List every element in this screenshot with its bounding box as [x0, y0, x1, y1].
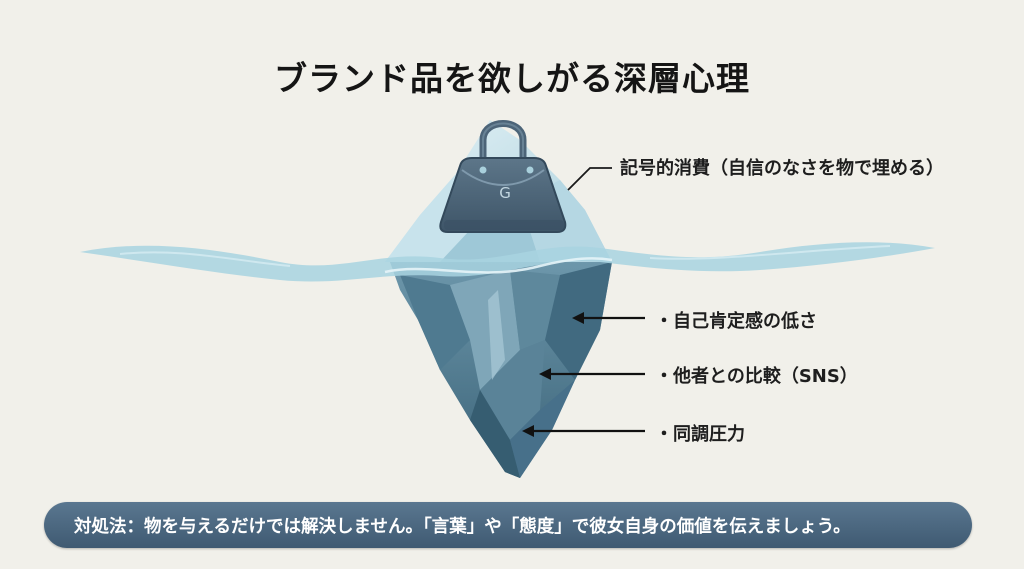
- label-symbolic-consumption: 記号的消費（自信のなさを物で埋める）: [620, 158, 944, 179]
- advice-text: 対処法：物を与えるだけでは解決しません。「言葉」や「態度」で彼女自身の価値を伝え…: [74, 516, 851, 537]
- water-surface: [80, 242, 935, 282]
- label-low-self-esteem: ・自己肯定感の低さ: [655, 311, 817, 332]
- advice-banner: 対処法：物を与えるだけでは解決しません。「言葉」や「態度」で彼女自身の価値を伝え…: [44, 502, 972, 548]
- page-title: ブランド品を欲しがる深層心理: [274, 59, 750, 98]
- arrows: [522, 312, 645, 437]
- handbag-icon: [439, 120, 567, 233]
- label-peer-pressure: ・同調圧力: [655, 424, 745, 445]
- bag-logo: G: [499, 184, 511, 202]
- iceberg-underwater: [390, 262, 612, 478]
- leader-line-top: [567, 167, 612, 191]
- label-social-comparison: ・他者との比較（SNS）: [655, 366, 858, 387]
